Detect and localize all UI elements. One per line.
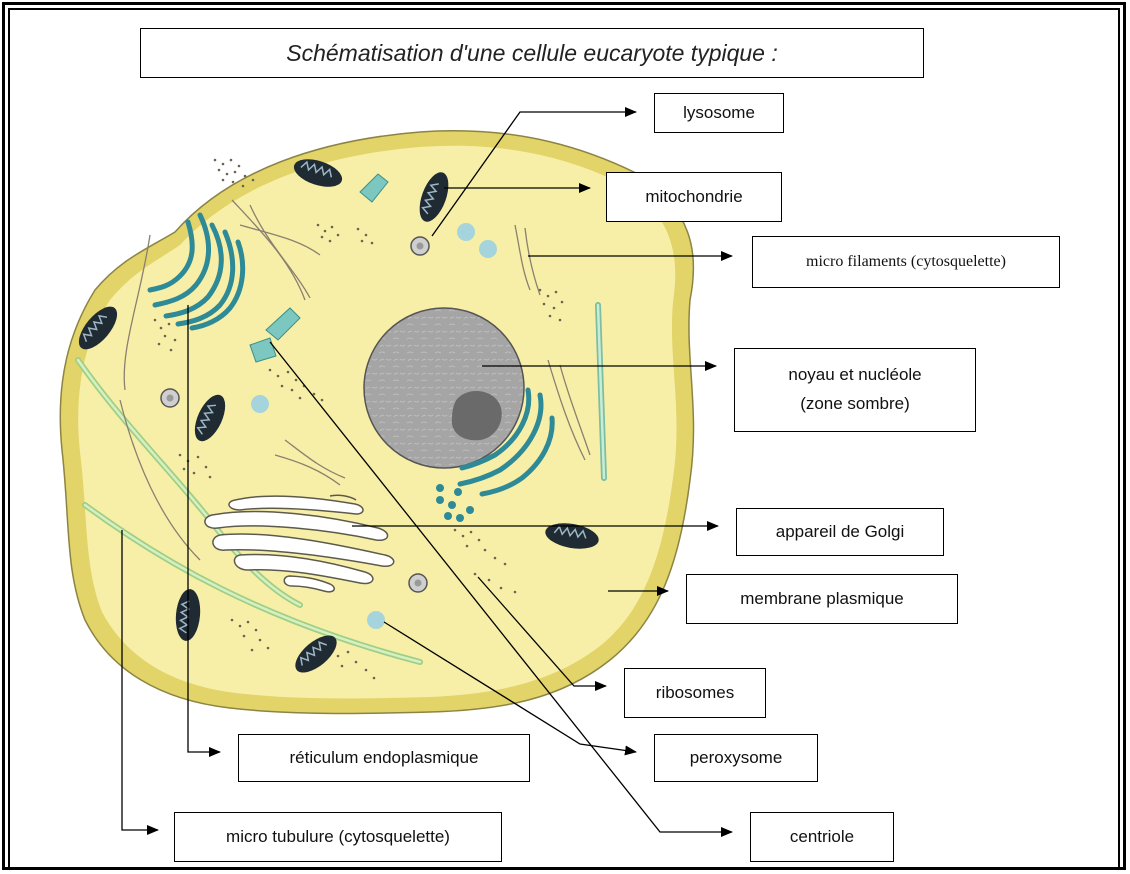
label-peroxysome: peroxysome bbox=[654, 734, 818, 782]
diagram-title: Schématisation d'une cellule eucaryote t… bbox=[140, 28, 924, 78]
label-noyau-line2: (zone sombre) bbox=[800, 390, 910, 419]
label-membrane-plasmique: membrane plasmique bbox=[686, 574, 958, 624]
label-golgi: appareil de Golgi bbox=[736, 508, 944, 556]
label-noyau-line1: noyau et nucléole bbox=[788, 361, 921, 390]
nucleus bbox=[364, 308, 524, 468]
label-mitochondrie: mitochondrie bbox=[606, 172, 782, 222]
label-noyau-nucleole: noyau et nucléole (zone sombre) bbox=[734, 348, 976, 432]
label-micro-filaments: micro filaments (cytosquelette) bbox=[752, 236, 1060, 288]
label-lysosome: lysosome bbox=[654, 93, 784, 133]
label-reticulum: réticulum endoplasmique bbox=[238, 734, 530, 782]
label-ribosomes: ribosomes bbox=[624, 668, 766, 718]
label-micro-tubulure: micro tubulure (cytosquelette) bbox=[174, 812, 502, 862]
label-centriole: centriole bbox=[750, 812, 894, 862]
